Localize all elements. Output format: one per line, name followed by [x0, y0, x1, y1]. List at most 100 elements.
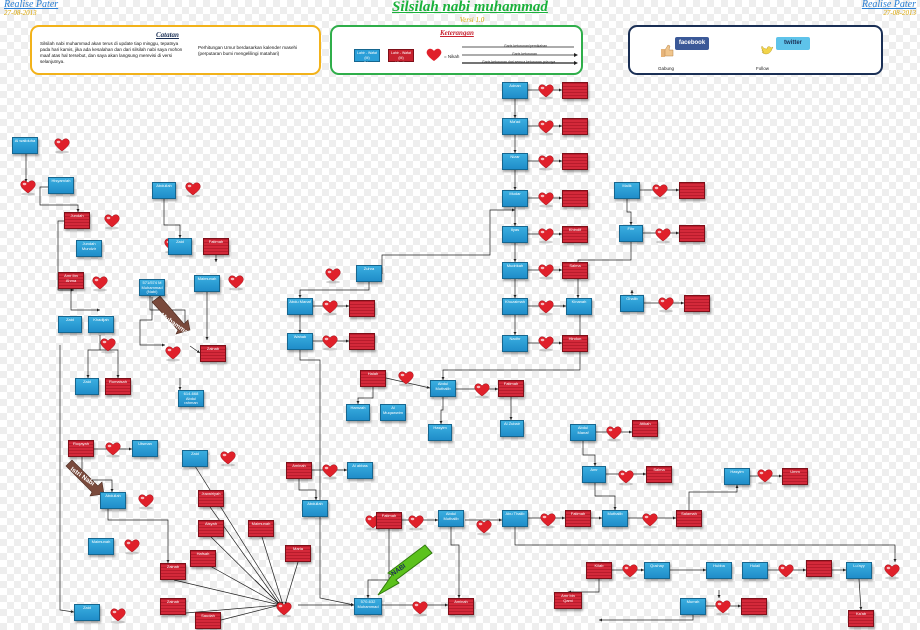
male-person-node[interactable]: Amr [582, 466, 606, 483]
female-person-node[interactable] [562, 153, 588, 170]
female-person-node[interactable]: Juwairiyah [198, 490, 224, 507]
female-person-node[interactable] [349, 300, 375, 317]
person-name: Ilyas [510, 227, 520, 232]
corner-right-name[interactable]: Realise Pater [861, 0, 916, 10]
person-name: Ma'ad [509, 119, 521, 124]
male-person-node[interactable]: Al abbas [347, 462, 373, 479]
female-person-node[interactable]: Ka'ab [848, 610, 874, 627]
male-person-node[interactable]: Ilyas [502, 226, 528, 243]
female-person-node[interactable]: Saudah [195, 612, 221, 629]
male-person-node[interactable]: Mudrikah [502, 262, 528, 279]
female-person-node[interactable] [684, 295, 710, 312]
male-person-node[interactable]: Hulail [742, 562, 768, 579]
female-person-node[interactable] [679, 182, 705, 199]
female-person-node[interactable]: Salma [562, 262, 588, 279]
female-person-node[interactable]: Salma [646, 466, 672, 483]
female-person-node[interactable] [679, 225, 705, 242]
female-person-node[interactable] [741, 598, 767, 615]
heart-icon [105, 442, 121, 458]
male-person-node[interactable]: Hisyam/ah [48, 177, 74, 194]
male-person-node[interactable]: Wahab [287, 333, 313, 350]
male-person-node[interactable]: Abdul Muthalib [430, 380, 456, 397]
female-person-node[interactable]: Fatimah [203, 238, 229, 255]
male-person-node[interactable]: Malik [614, 182, 640, 199]
female-person-node[interactable] [562, 190, 588, 207]
male-person-node[interactable]: Zaid [75, 378, 99, 395]
male-person-node[interactable]: Abdul Manaf [570, 424, 596, 441]
male-person-node[interactable]: Nizar [502, 153, 528, 170]
female-person-node[interactable]: Aisyah [198, 520, 224, 537]
female-person-node[interactable]: Hafsah [190, 550, 216, 567]
female-person-node[interactable]: Maria [285, 545, 311, 562]
male-person-node[interactable]: Qushay [644, 562, 670, 579]
female-person-node[interactable]: Aminah [448, 598, 474, 615]
male-person-node[interactable]: Abdu Manaf [287, 298, 313, 315]
female-person-node[interactable]: Zainab [200, 345, 226, 362]
male-person-node[interactable]: Zaid [182, 450, 208, 467]
male-person-node[interactable]: Abdullah [152, 182, 176, 199]
male-person-node[interactable]: 571/574 M Muhammad (Nabi) [139, 279, 165, 296]
female-person-node[interactable] [806, 560, 832, 577]
male-person-node[interactable]: Ghalib [620, 295, 644, 312]
male-person-node[interactable]: Khuzaimah [502, 298, 528, 315]
female-person-node[interactable] [562, 118, 588, 135]
male-person-node[interactable]: Abdul Muthalib [438, 510, 464, 527]
male-person-node[interactable]: Al waliduha [12, 137, 38, 154]
female-person-node[interactable]: Fatimah [498, 380, 524, 397]
male-person-node[interactable]: Hamzah [346, 404, 370, 421]
male-person-node[interactable]: Lu'ayy [846, 562, 872, 579]
female-person-node[interactable]: Zainab [160, 598, 186, 615]
female-person-node[interactable]: Maimunah [248, 520, 274, 537]
male-person-node[interactable]: Maimunah [88, 538, 114, 555]
female-person-node[interactable]: Fatimah [565, 510, 591, 527]
facebook-button[interactable]: facebook [675, 37, 709, 50]
male-person-node[interactable]: Maimunah [194, 275, 220, 292]
female-person-node[interactable]: Salamah [676, 510, 702, 527]
male-person-node[interactable]: Fihr [619, 225, 643, 242]
male-person-node[interactable]: Al Zubair [500, 420, 524, 437]
male-person-node[interactable]: Abdullah [302, 500, 328, 517]
twitter-button[interactable]: twitter [776, 37, 810, 50]
corner-left-name[interactable]: Realise Pater [4, 0, 59, 10]
male-person-node[interactable]: Abdullah [100, 492, 126, 509]
male-person-node[interactable]: Utsman [132, 440, 158, 457]
male-person-node[interactable]: Al Muqawwim [380, 404, 406, 421]
female-person-node[interactable]: Rumaisah [105, 378, 131, 395]
male-person-node[interactable]: Adnan [502, 82, 528, 99]
male-person-node[interactable]: Hasyim [428, 424, 452, 441]
female-person-node[interactable]: Fatimah [376, 512, 402, 529]
female-person-node[interactable]: Umm [782, 468, 808, 485]
female-person-node[interactable]: Khindif [562, 226, 588, 243]
female-person-node[interactable]: Aminah [286, 462, 312, 479]
female-person-node[interactable] [562, 82, 588, 99]
female-person-node[interactable]: Ruqayah [68, 440, 94, 457]
male-person-node[interactable]: Khadijah [88, 316, 114, 333]
connector-arrowhead [350, 602, 354, 606]
female-person-node[interactable]: Halah [360, 370, 386, 387]
person-name: Abdullah [156, 183, 172, 188]
male-person-node[interactable]: Nadhr [502, 335, 528, 352]
male-person-node[interactable]: Zuhra [356, 265, 382, 282]
male-person-node[interactable]: Zaid [74, 604, 100, 621]
male-person-node[interactable]: Ma'ad [502, 118, 528, 135]
male-person-node[interactable]: Zaid [168, 238, 192, 255]
female-person-node[interactable]: Amr bin Qami [554, 592, 582, 609]
male-person-node[interactable]: Murrah [680, 598, 706, 615]
male-person-node[interactable]: Hasyim [724, 468, 750, 485]
female-person-node[interactable]: Hindun [562, 335, 588, 352]
male-person-node[interactable]: Hubba [706, 562, 732, 579]
male-person-node[interactable]: Mudar [502, 190, 528, 207]
male-person-node[interactable]: Abu Thalib [502, 510, 528, 527]
male-person-node[interactable]: 614-668 Abdul rahman [178, 390, 204, 407]
female-person-node[interactable]: Kilab [586, 562, 612, 579]
female-person-node[interactable]: Amr ibn Ahma [58, 272, 84, 289]
male-person-node[interactable]: Kinanah [566, 298, 592, 315]
male-person-node[interactable]: Zaid [58, 316, 82, 333]
male-person-node[interactable]: Muthalib [602, 510, 628, 527]
male-person-node[interactable]: Jundah Mundzir [76, 240, 102, 257]
female-person-node[interactable]: Zainab [160, 563, 186, 580]
female-person-node[interactable]: Atikah [632, 420, 658, 437]
male-person-node[interactable]: 570-632 Muhammad [354, 598, 382, 615]
female-person-node[interactable]: Jundah [64, 212, 90, 229]
female-person-node[interactable] [349, 333, 375, 350]
